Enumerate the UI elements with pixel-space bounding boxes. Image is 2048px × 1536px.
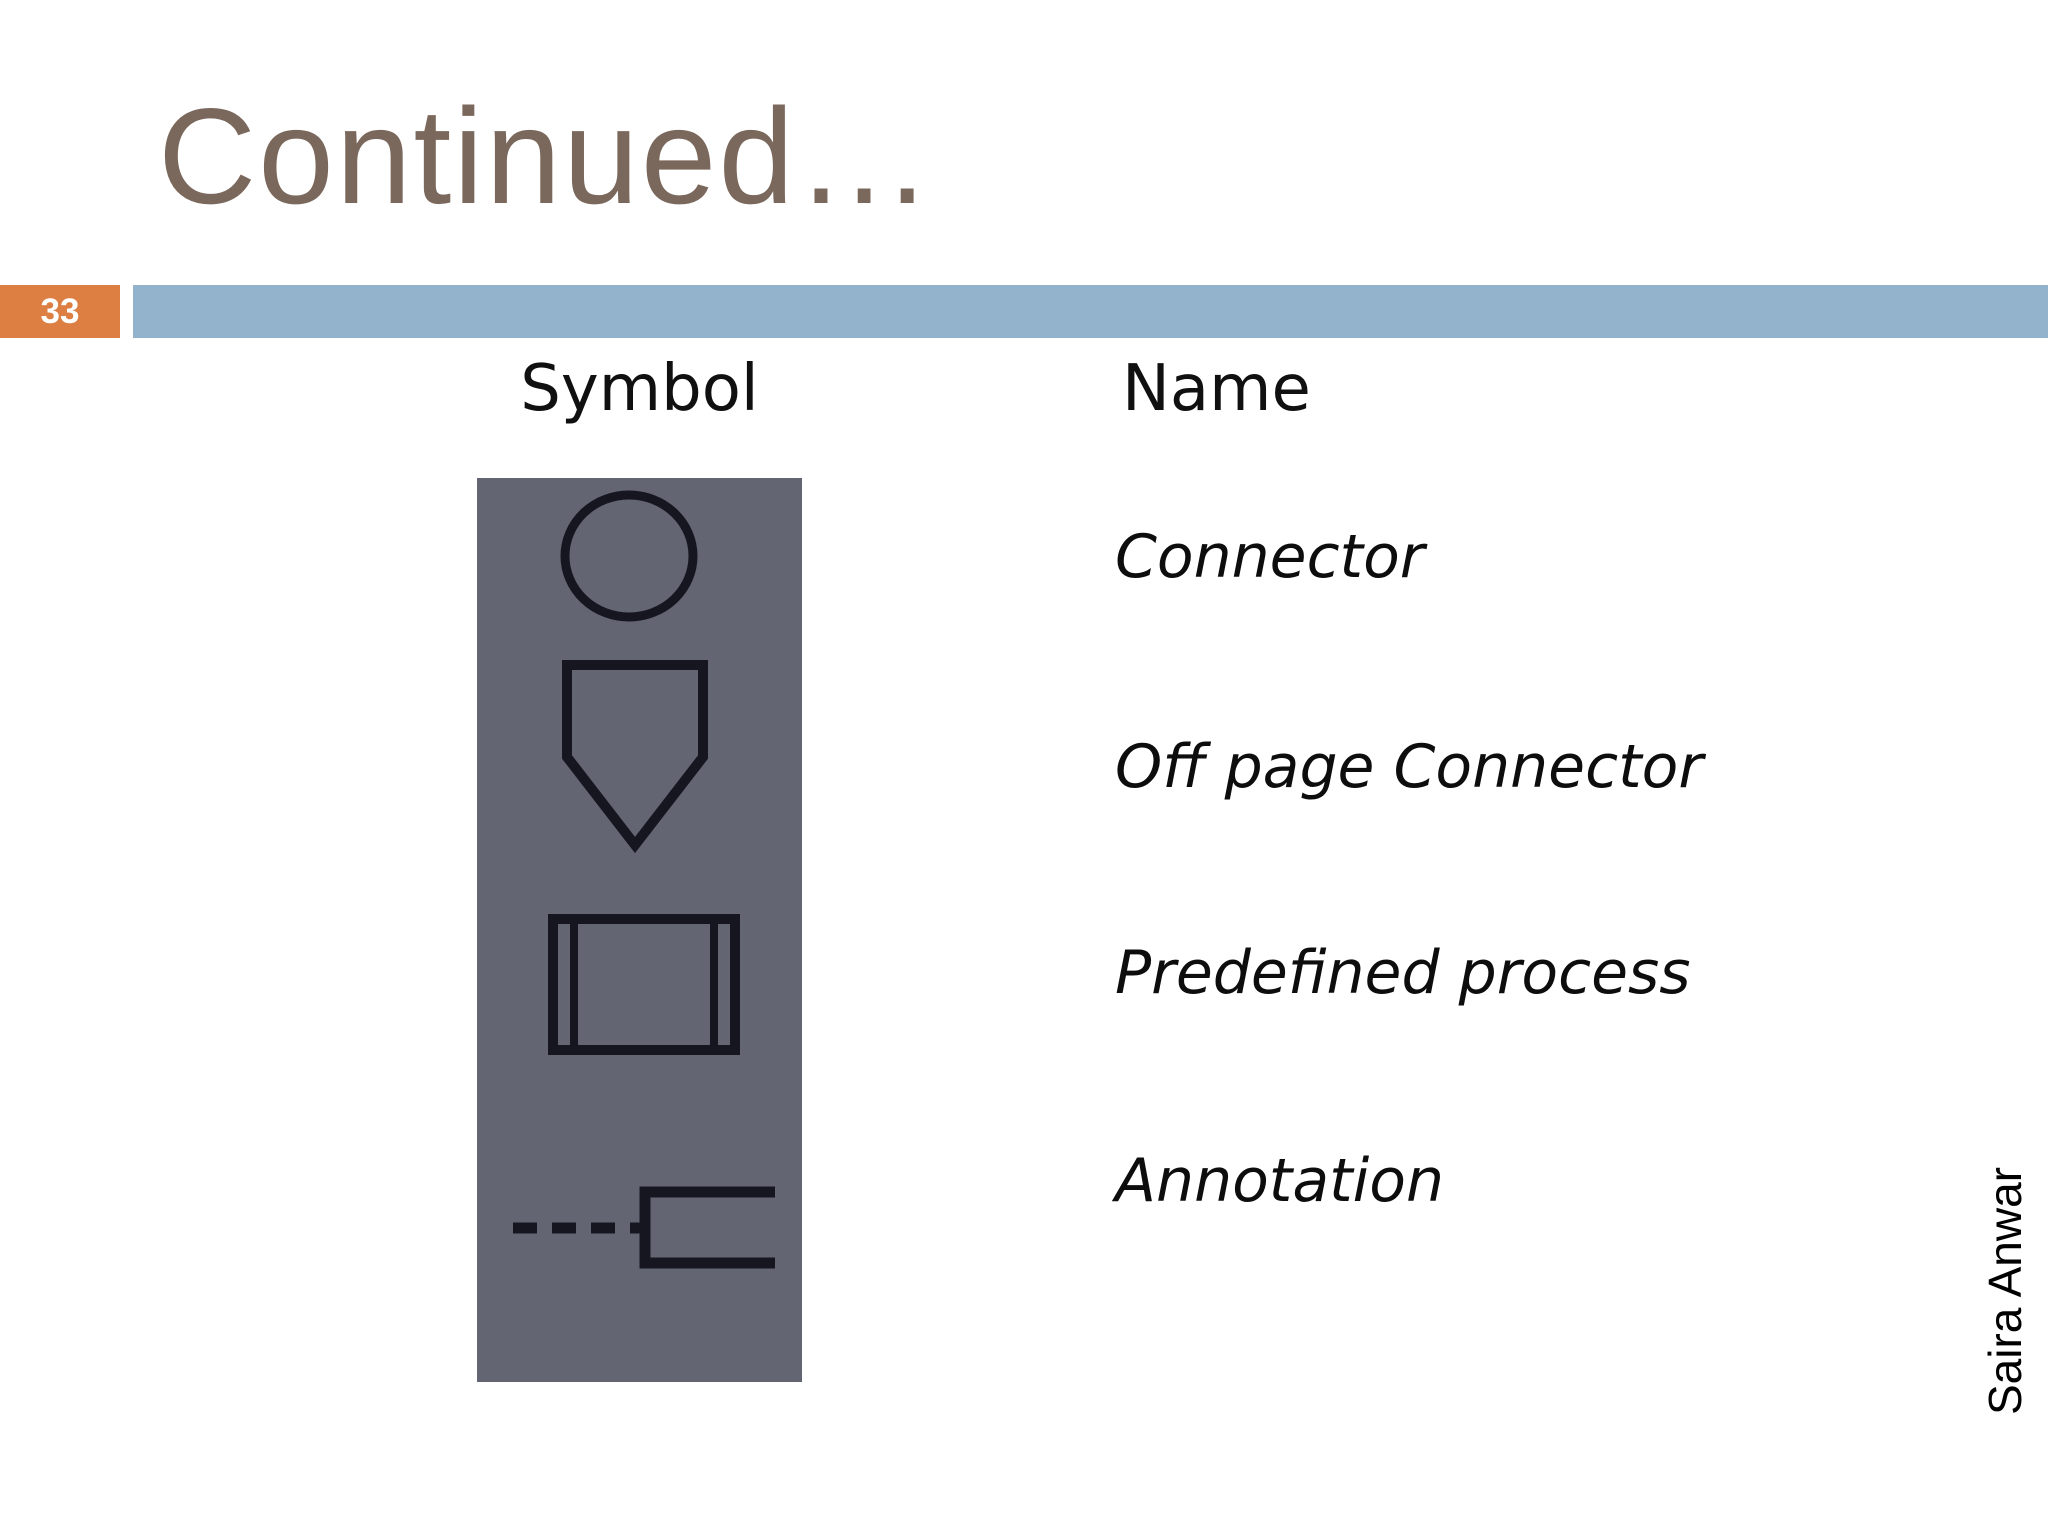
annotation-icon [513,1186,775,1269]
row-name-annotation: Annotation [1115,1146,1445,1216]
author-credit: Saira Anwar [1979,1166,2031,1415]
row-name-off-page-connector: Off page Connector [1115,732,1703,802]
header-band [133,285,2048,338]
column-header-name: Name [1122,352,1311,426]
row-name-connector: Connector [1115,522,1425,592]
row-name-predefined-process: Predefined process [1115,938,1691,1008]
page-number: 33 [40,291,80,331]
flowchart-symbols-graphic [513,490,775,1269]
off-page-connector-icon [562,660,708,854]
column-header-symbol: Symbol [520,352,759,426]
connector-circle-icon [560,490,698,622]
slide-title: Continued… [158,80,935,232]
symbol-panel [477,478,802,1382]
page-number-badge: 33 [0,285,120,338]
predefined-process-icon [548,914,740,1055]
